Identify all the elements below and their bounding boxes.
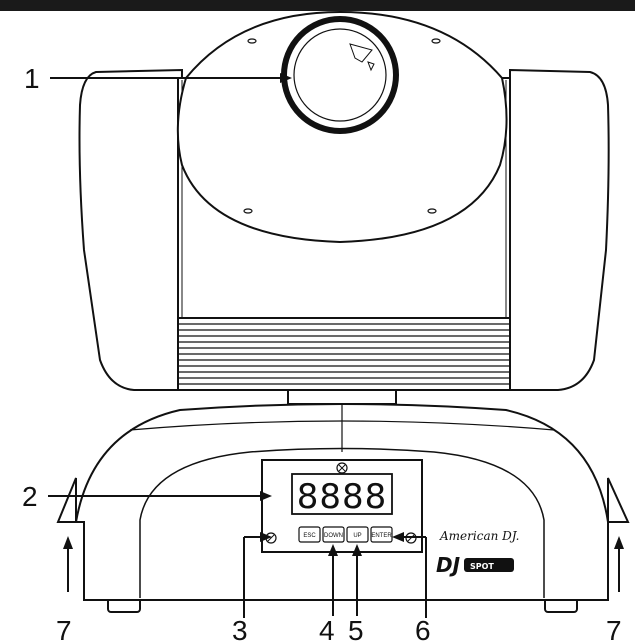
callout-3: 3 xyxy=(232,615,248,642)
callout-5: 5 xyxy=(348,615,364,642)
callout-2: 2 xyxy=(22,481,38,512)
esc-button-label: ESC xyxy=(303,533,316,539)
dj-spot-logo: DJ SPOT xyxy=(436,553,514,577)
callout-7-left: 7 xyxy=(56,615,72,642)
callout-arrows xyxy=(48,73,624,618)
logo-dj: DJ xyxy=(436,553,461,577)
callout-6: 6 xyxy=(415,615,431,642)
side-flange-left xyxy=(56,477,77,523)
up-button[interactable] xyxy=(346,526,369,543)
up-button-label: UP xyxy=(353,533,361,539)
yoke-arm-left xyxy=(78,68,184,391)
housing-screws xyxy=(243,38,441,214)
esc-button[interactable] xyxy=(298,526,321,543)
lens-inner xyxy=(293,28,387,122)
yoke xyxy=(78,68,610,391)
down-button-label: DOWN xyxy=(324,533,343,539)
logo-suffix: SPOT xyxy=(470,562,494,571)
base-arch xyxy=(139,447,545,598)
led-display xyxy=(291,473,393,515)
enter-button[interactable] xyxy=(370,526,393,543)
top-border xyxy=(0,0,635,11)
enter-button-label: ENTER xyxy=(371,533,392,539)
display-readout: 8888 xyxy=(297,477,388,517)
yoke-arm-right xyxy=(509,68,610,391)
brand-maker: American DJ. xyxy=(439,529,519,543)
callout-7-right: 7 xyxy=(606,615,622,642)
lens-reflection xyxy=(349,43,373,63)
side-flange-right xyxy=(607,477,630,523)
vent-grille xyxy=(177,317,511,391)
down-button[interactable] xyxy=(322,526,345,543)
callout-1: 1 xyxy=(24,63,40,94)
callout-4: 4 xyxy=(319,615,335,642)
neck xyxy=(287,389,397,405)
